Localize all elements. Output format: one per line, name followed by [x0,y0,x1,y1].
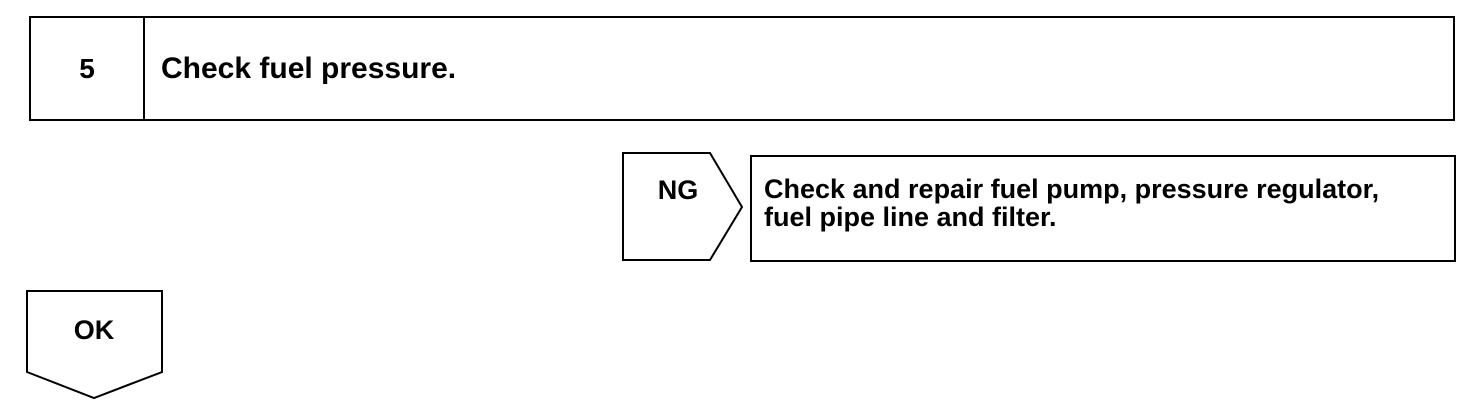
ng-arrow-shape [622,152,744,261]
step-title: Check fuel pressure. [161,51,457,85]
ng-action-line-2: fuel pipe line and filter. [764,202,1057,232]
ng-action-line-1: Check and repair fuel pump, pressure reg… [764,174,1380,204]
ng-action-box: Check and repair fuel pump, pressure reg… [750,155,1456,262]
ok-arrow-shape [26,290,163,400]
ok-label: OK [73,315,115,345]
ng-label: NG [657,175,699,205]
step-header-box: 5 Check fuel pressure. [29,16,1455,121]
step-number: 5 [31,18,145,119]
